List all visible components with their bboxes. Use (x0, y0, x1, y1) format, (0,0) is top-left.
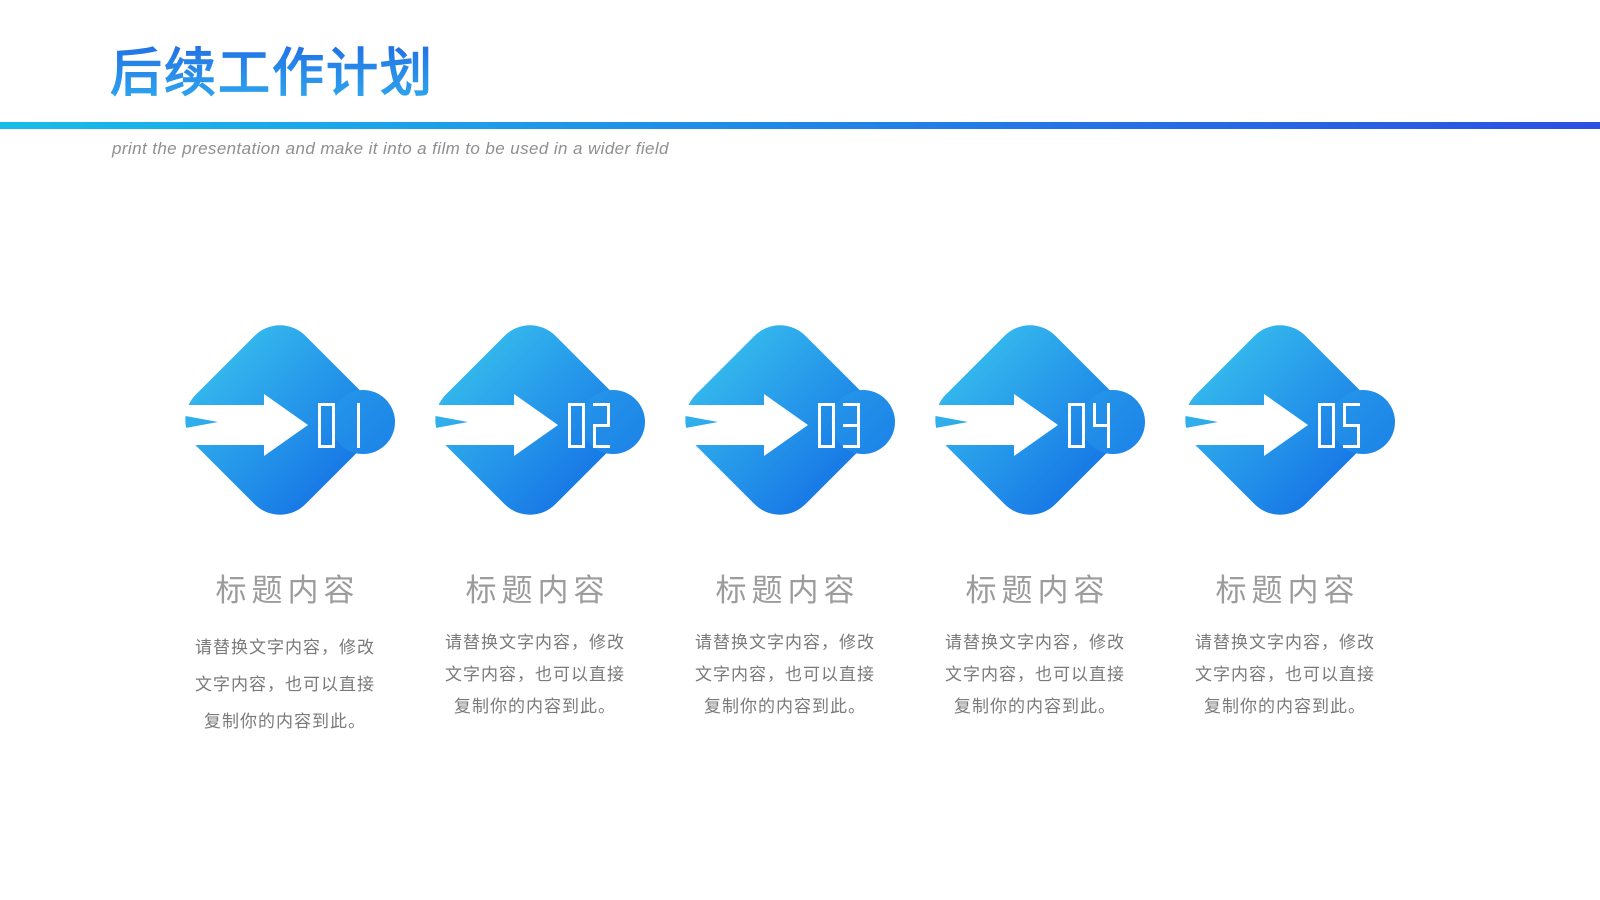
arrow-right-icon (414, 394, 558, 456)
step-body-line: 复制你的内容到此。 (1204, 697, 1366, 716)
step-body-line: 文字内容，也可以直接 (945, 665, 1125, 684)
step-heading: 标题内容 (1215, 573, 1360, 608)
step-diamond-graphic (914, 325, 1145, 515)
title-underline-rule (0, 122, 1600, 129)
step-number (318, 403, 360, 448)
page-title: 后续工作计划 (110, 45, 435, 103)
diamond-corner-knob (1331, 390, 1395, 454)
step-body-line: 复制你的内容到此。 (704, 697, 866, 716)
step-body-line: 文字内容，也可以直接 (195, 675, 375, 694)
step-body-line: 复制你的内容到此。 (954, 697, 1116, 716)
arrow-right-icon (164, 394, 308, 456)
step-item-2: 标题内容 请替换文字内容，修改 文字内容，也可以直接 复制你的内容到此。 (410, 295, 660, 740)
step-number (568, 403, 610, 448)
step-body-line: 请替换文字内容，修改 (695, 633, 875, 652)
diamond-corner-knob (831, 390, 895, 454)
step-body-line: 请替换文字内容，修改 (195, 638, 375, 657)
step-heading: 标题内容 (715, 573, 860, 608)
step-body-line: 文字内容，也可以直接 (1195, 665, 1375, 684)
diamond-corner-knob (1081, 390, 1145, 454)
page-subtitle: print the presentation and make it into … (112, 139, 669, 158)
step-body-line: 请替换文字内容，修改 (945, 633, 1125, 652)
step-item-5: 标题内容 请替换文字内容，修改 文字内容，也可以直接 复制你的内容到此。 (1160, 295, 1410, 740)
arrow-right-icon (664, 394, 808, 456)
step-body: 请替换文字内容，修改 文字内容，也可以直接 复制你的内容到此。 (1180, 627, 1390, 723)
step-body-line: 复制你的内容到此。 (454, 697, 616, 716)
diamond-corner-knob (581, 390, 645, 454)
step-item-4: 标题内容 请替换文字内容，修改 文字内容，也可以直接 复制你的内容到此。 (910, 295, 1160, 740)
step-body-line: 请替换文字内容，修改 (445, 633, 625, 652)
step-number (1068, 403, 1110, 448)
step-body-line: 文字内容，也可以直接 (445, 665, 625, 684)
arrow-right-icon (1164, 394, 1308, 456)
step-body: 请替换文字内容，修改 文字内容，也可以直接 复制你的内容到此。 (180, 629, 390, 740)
step-body-line: 文字内容，也可以直接 (695, 665, 875, 684)
step-diamond-graphic (164, 325, 395, 515)
step-diamond-graphic (1164, 325, 1395, 515)
arrow-right-icon (914, 394, 1058, 456)
step-body-line: 复制你的内容到此。 (204, 712, 366, 731)
step-heading: 标题内容 (465, 573, 610, 608)
step-body: 请替换文字内容，修改 文字内容，也可以直接 复制你的内容到此。 (430, 627, 640, 723)
step-heading: 标题内容 (965, 573, 1110, 608)
step-diamond-graphic (664, 325, 895, 515)
step-item-1: 标题内容 请替换文字内容，修改 文字内容，也可以直接 复制你的内容到此。 (160, 295, 410, 740)
step-diamond-graphic (414, 325, 645, 515)
step-item-3: 标题内容 请替换文字内容，修改 文字内容，也可以直接 复制你的内容到此。 (660, 295, 910, 740)
diamond-corner-knob (331, 390, 395, 454)
step-body: 请替换文字内容，修改 文字内容，也可以直接 复制你的内容到此。 (930, 627, 1140, 723)
step-number (1318, 403, 1360, 448)
step-body: 请替换文字内容，修改 文字内容，也可以直接 复制你的内容到此。 (680, 627, 890, 723)
step-body-line: 请替换文字内容，修改 (1195, 633, 1375, 652)
step-number (818, 403, 860, 448)
process-steps-row: 标题内容 请替换文字内容，修改 文字内容，也可以直接 复制你的内容到此。 标题内… (160, 295, 1410, 740)
step-heading: 标题内容 (215, 573, 360, 608)
